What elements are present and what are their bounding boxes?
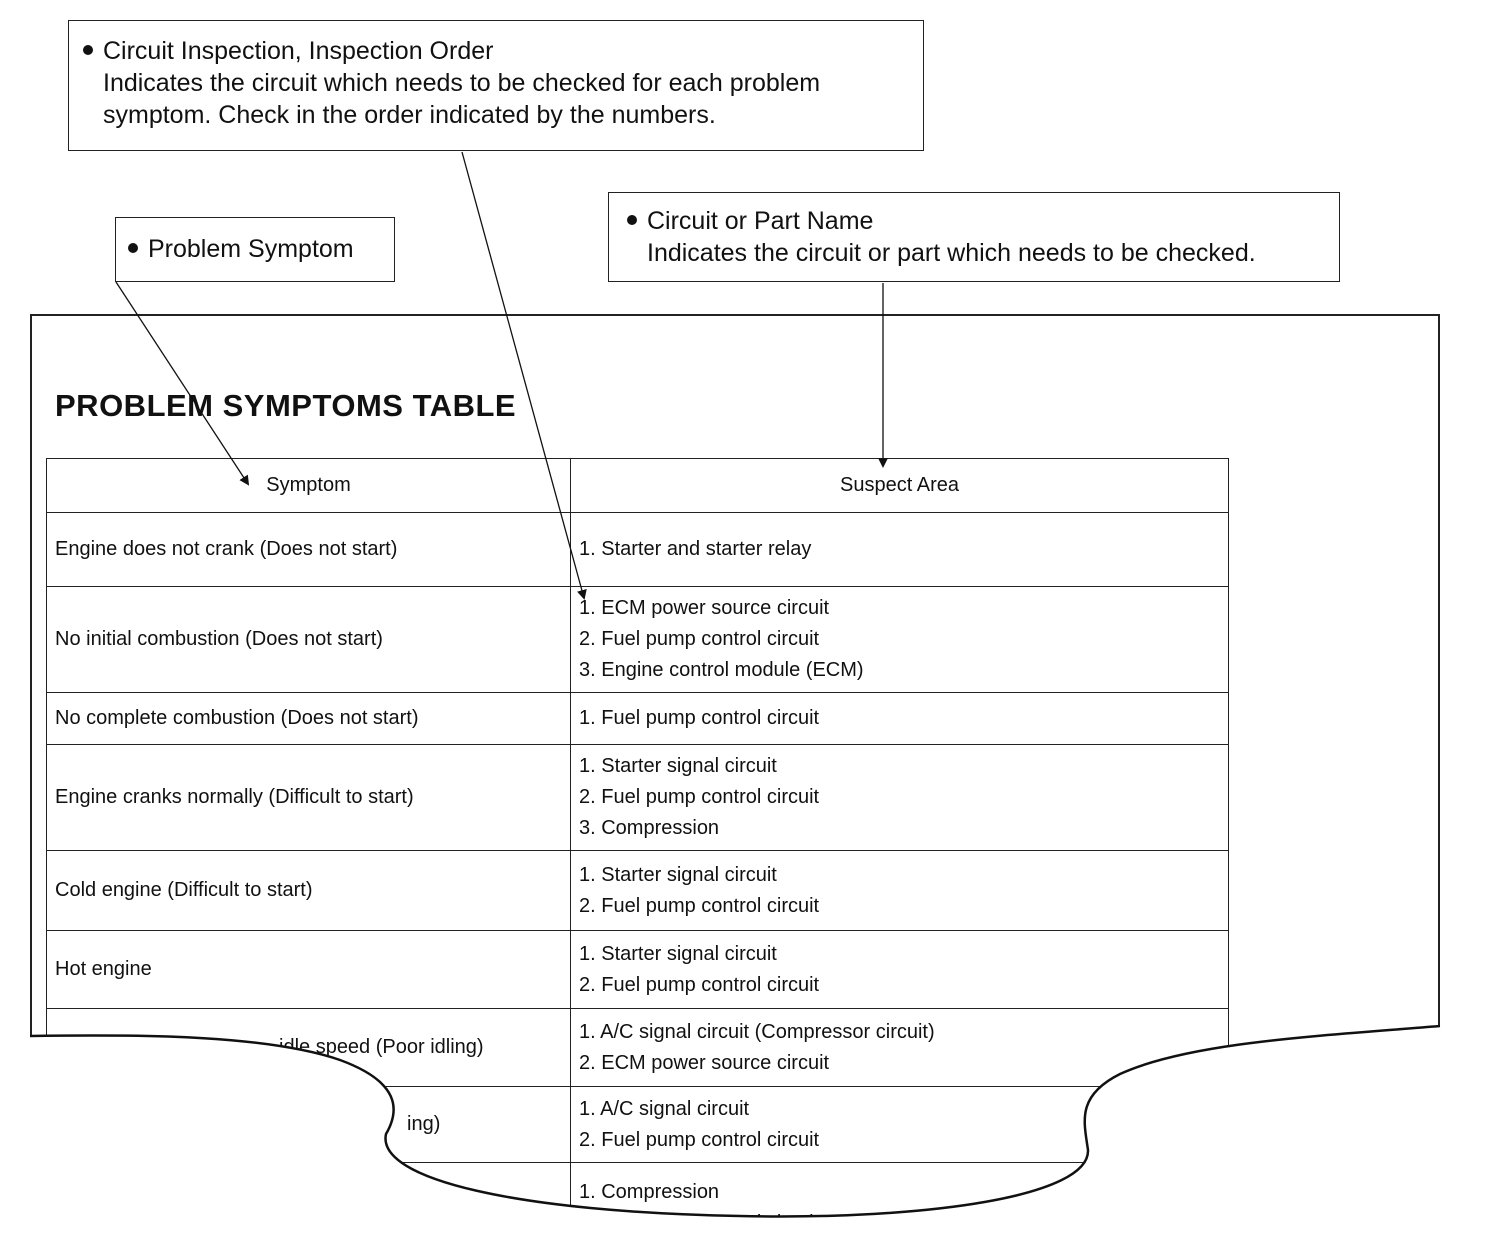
symptom-cell: Hot engine — [46, 930, 571, 1009]
arrow-to-symptom-header — [115, 281, 250, 486]
header-suspect-area: Suspect Area — [570, 458, 1229, 513]
callout-problem-symptom: Problem Symptom — [115, 217, 395, 282]
suspect-item: 1. Starter signal circuit — [579, 755, 777, 777]
suspect-item: 3. Engine control module (ECM) — [579, 659, 864, 681]
callout-part-line1: Indicates the circuit or part which need… — [647, 239, 1256, 267]
callout-part-title: Circuit or Part Name — [647, 207, 874, 235]
suspect-item: 2. Fuel pump control circuit — [579, 973, 820, 996]
suspect-item: 1. A/C signal circuit (Compressor circui… — [579, 1020, 935, 1043]
header-symptom: Symptom — [46, 458, 571, 513]
callout-inspection-line2: symptom. Check in the order indicated by… — [103, 101, 716, 129]
suspect-area-cell: 1. ECM power source circuit 2. Fuel pump … — [570, 586, 1229, 693]
suspect-item: 1. Compression — [579, 1180, 720, 1203]
suspect-area-cell: 1. A/C signal circuit (Compressor circui… — [570, 1008, 1229, 1087]
suspect-item: 1. ECM power source circuit — [579, 597, 830, 619]
bullet-icon — [627, 215, 637, 226]
callout-circuit-part-name: Circuit or Part Name Indicates the circu… — [608, 192, 1340, 282]
table-title: PROBLEM SYMPTOMS TABLE — [55, 388, 517, 423]
suspect-item: 1. Starter signal circuit — [579, 863, 777, 886]
suspect-item: 2. Fuel pump control circuit — [579, 786, 820, 808]
callout-inspection-order: Circuit Inspection, Inspection Order Ind… — [68, 20, 924, 151]
callout-symptom-title: Problem Symptom — [148, 235, 354, 263]
table-row: idle speed (Poor idling)1. A/C signal ci… — [46, 1008, 1229, 1087]
arrow-to-inspection-order — [461, 151, 587, 600]
suspect-item: 2. Fuel pump control circuit — [579, 894, 820, 917]
suspect-item: 1. Starter and starter relay — [579, 538, 812, 560]
suspect-item: 3. Compression — [579, 817, 720, 839]
table-row: Cold engine (Difficult to start)1. Start… — [46, 850, 1229, 931]
callout-inspection-title: Circuit Inspection, Inspection Order — [103, 37, 494, 65]
symptom-cell: No initial combustion (Does not start) — [46, 586, 571, 693]
suspect-area-cell: 1. Starter and starter relay — [570, 512, 1229, 587]
symptom-cell: Engine cranks normally (Difficult to sta… — [46, 744, 571, 851]
table-header-row: Symptom Suspect Area — [46, 458, 1229, 513]
symptom-cell: No complete combustion (Does not start) — [46, 692, 571, 745]
symptom-cell: Engine does not crank (Does not start) — [46, 512, 571, 587]
table-row: No complete combustion (Does not start) 1… — [46, 692, 1229, 745]
suspect-item: 2. Fuel pump control circuit — [579, 628, 820, 650]
suspect-area-cell: 1. Fuel pump control circuit — [570, 692, 1229, 745]
callout-inspection-line1: Indicates the circuit which needs to be … — [103, 69, 821, 97]
suspect-item: 1. Fuel pump control circuit — [579, 707, 820, 729]
suspect-item: 2. Fuel pump control circuit — [579, 1128, 820, 1151]
torn-edge-cover — [0, 1026, 1504, 1260]
table-row: Engine cranks normally (Difficult to sta… — [46, 744, 1229, 851]
suspect-item: 1. Starter signal circuit — [579, 942, 777, 965]
table-row: Engine does not crank (Does not start) 1.… — [46, 512, 1229, 587]
suspect-area-cell: 1. Starter signal circuit 2. Fuel pump co… — [570, 744, 1229, 851]
torn-edge-line — [29, 1024, 1441, 1218]
bullet-icon — [83, 45, 93, 56]
suspect-item: 2. ECM power source circuit — [579, 1051, 830, 1074]
table-page-frame — [30, 314, 1440, 1074]
bullet-icon — [128, 243, 138, 254]
suspect-item: 1. A/C signal circuit — [579, 1097, 750, 1120]
table-row: No initial combustion (Does not start)1.… — [46, 586, 1229, 693]
